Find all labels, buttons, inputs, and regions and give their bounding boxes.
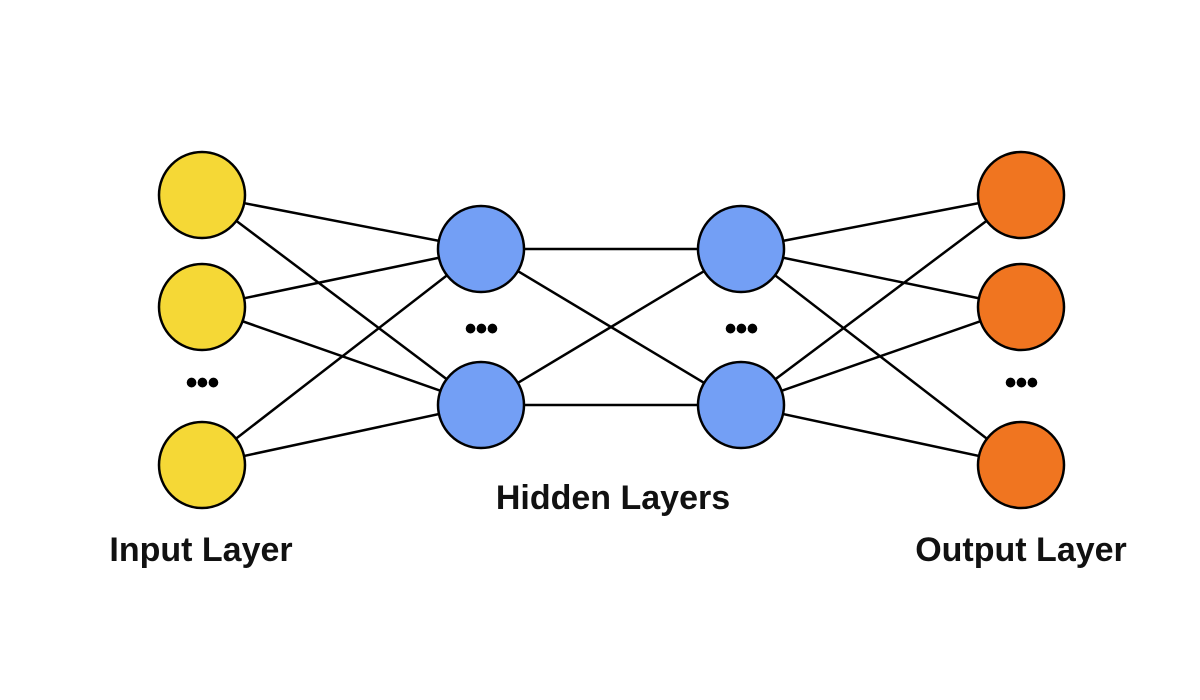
edge-hidden2-2-to-output-1 bbox=[740, 194, 1022, 406]
input-layer-ellipsis: ••• bbox=[186, 364, 219, 402]
edge-input-1-to-hidden1-2 bbox=[201, 194, 482, 406]
edge-hidden2-1-to-output-2 bbox=[740, 247, 1022, 309]
input-node-2 bbox=[157, 262, 247, 352]
edge-hidden2-2-to-output-3 bbox=[740, 403, 1022, 467]
hidden2-node-1 bbox=[696, 204, 786, 294]
output-node-2 bbox=[976, 262, 1066, 352]
edge-input-3-to-hidden1-2 bbox=[201, 403, 482, 467]
edge-hidden1-2-to-hidden2-1 bbox=[480, 247, 742, 407]
hidden1-node-1 bbox=[436, 204, 526, 294]
edge-input-2-to-hidden1-1 bbox=[201, 247, 482, 309]
edge-input-1-to-hidden1-1 bbox=[201, 193, 482, 251]
edge-input-3-to-hidden1-1 bbox=[201, 248, 482, 466]
hidden2-node-2 bbox=[696, 360, 786, 450]
hidden-layers-label: Hidden Layers bbox=[496, 479, 730, 517]
input-layer-label: Input Layer bbox=[109, 531, 292, 569]
hidden1-node-2 bbox=[436, 360, 526, 450]
edge-hidden2-1-to-output-1 bbox=[740, 193, 1022, 251]
connection-edges bbox=[201, 193, 1022, 467]
network-nodes bbox=[157, 150, 1066, 510]
hidden-layer-2-ellipsis: ••• bbox=[725, 310, 758, 348]
output-layer-label: Output Layer bbox=[915, 531, 1127, 569]
input-node-3 bbox=[157, 420, 247, 510]
input-node-1 bbox=[157, 150, 247, 240]
edge-hidden2-2-to-output-2 bbox=[740, 305, 1022, 407]
output-layer-ellipsis: ••• bbox=[1005, 364, 1038, 402]
hidden-layer-1-ellipsis: ••• bbox=[465, 310, 498, 348]
output-node-1 bbox=[976, 150, 1066, 240]
output-node-3 bbox=[976, 420, 1066, 510]
